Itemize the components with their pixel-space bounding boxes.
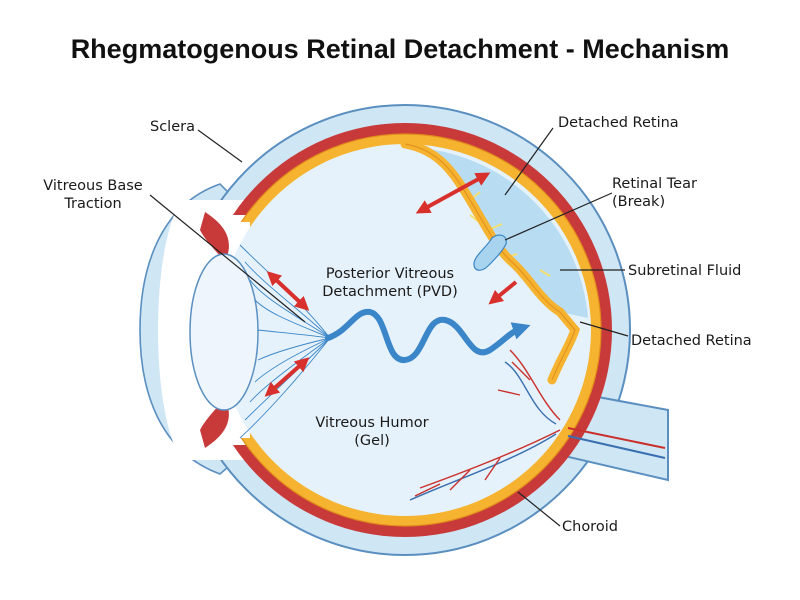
label-retinal-tear-line2: (Break) <box>612 194 665 210</box>
label-vitreous-base-line1: Vitreous Base <box>43 178 142 194</box>
label-detached-retina-top: Detached Retina <box>558 115 679 131</box>
vitreous-cavity <box>219 144 591 516</box>
pvd-wave-arrow <box>325 308 531 363</box>
ciliary-body-upper <box>200 212 229 262</box>
traction-arrow-upper <box>266 271 310 311</box>
label-pvd-line1: Posterior Vitreous <box>326 266 454 282</box>
label-vitreous-humor-line1: Vitreous Humor <box>315 415 428 431</box>
label-retinal-tear-line1: Retinal Tear <box>612 176 697 192</box>
retina-pull-arrow <box>415 172 491 214</box>
label-vitreous-base-line2: Traction <box>63 196 121 212</box>
retinal-vessels <box>409 349 666 501</box>
label-detached-retina-right: Detached Retina <box>631 333 752 349</box>
label-sclera: Sclera <box>150 119 195 135</box>
traction-arrow-lower <box>264 357 310 397</box>
label-vitreous-humor-line2: (Gel) <box>354 433 390 449</box>
fluid-inflow-arrow <box>488 280 518 305</box>
label-choroid: Choroid <box>562 519 618 535</box>
label-subretinal-fluid: Subretinal Fluid <box>628 263 741 279</box>
subretinal-fluid-region <box>420 148 588 318</box>
lens <box>189 253 259 411</box>
leader-lines <box>149 127 629 527</box>
retinal-tear <box>473 234 507 271</box>
label-pvd-line2: Detachment (PVD) <box>322 284 458 300</box>
page-title: Rhegmatogenous Retinal Detachment - Mech… <box>71 34 730 64</box>
